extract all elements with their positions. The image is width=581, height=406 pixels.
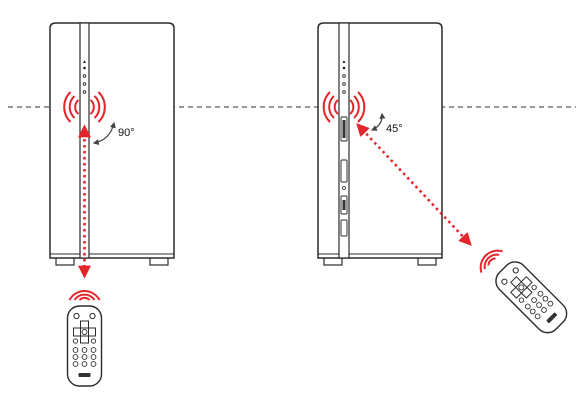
right-angle-label: 45° [386, 123, 403, 135]
right-angle-arc [370, 112, 386, 131]
svg-text:▲: ▲ [342, 59, 347, 65]
left-nas-device: ▲ [49, 22, 175, 266]
left-remote-control-icon [66, 305, 103, 387]
right-remote-signal-icon [474, 244, 504, 274]
right-device-front-ports [340, 116, 348, 237]
right-device-status-leds: ▲ [342, 59, 347, 94]
left-device-status-leds: ▲ [82, 59, 87, 94]
svg-text:▲: ▲ [82, 59, 87, 65]
left-remote-signal-icon [68, 290, 101, 301]
left-device-body [49, 22, 175, 259]
left-angle-arc [92, 121, 116, 146]
right-nas-device: ▲ [317, 22, 443, 266]
right-device-body [317, 22, 443, 259]
left-angle-label: 90° [118, 127, 135, 139]
right-remote-control-icon [490, 256, 573, 339]
